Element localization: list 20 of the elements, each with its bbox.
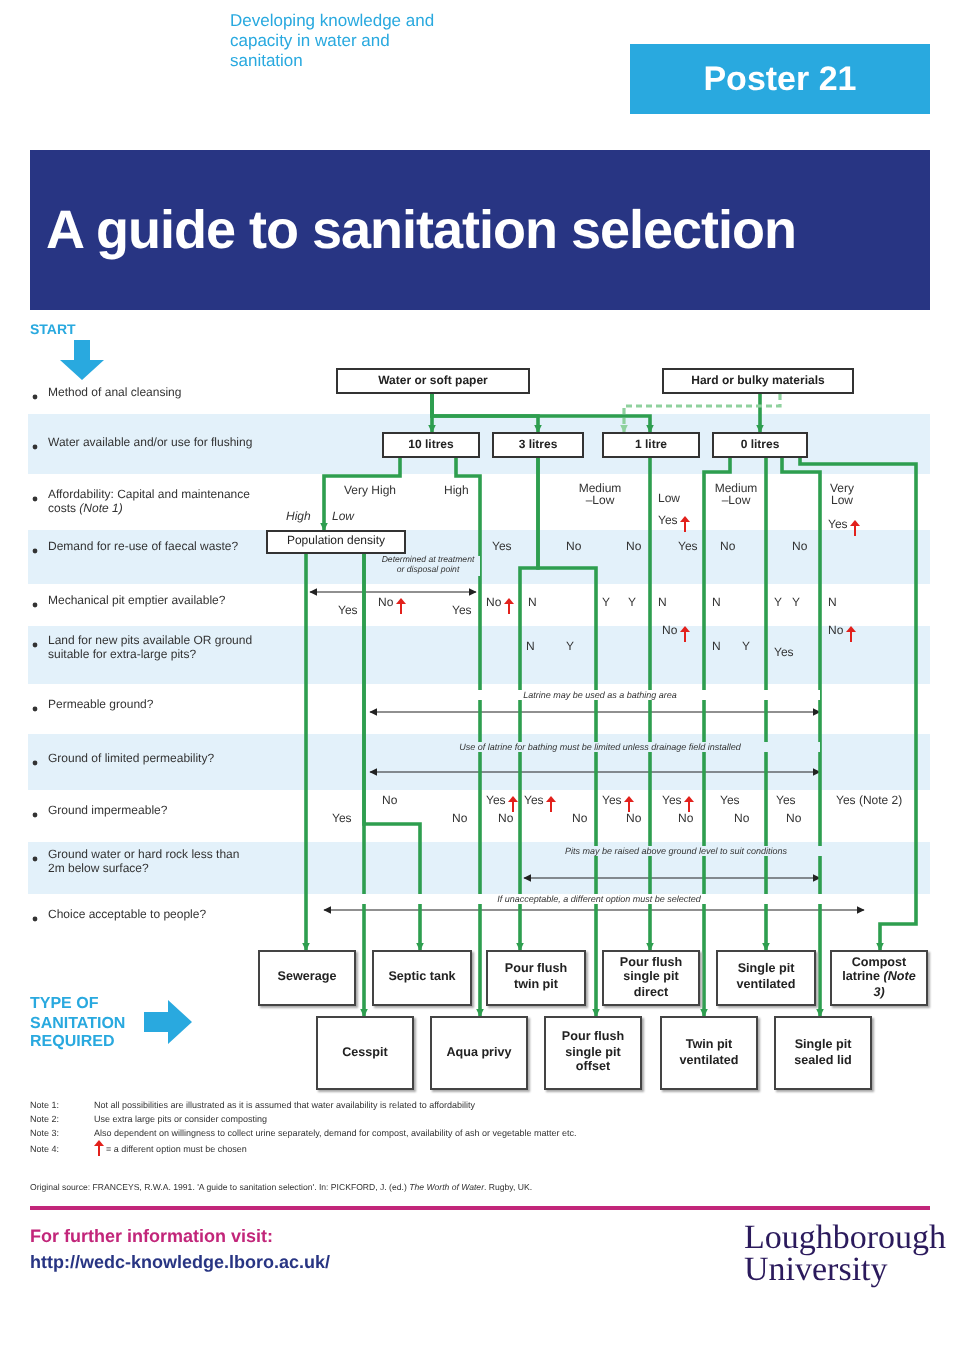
info-text: For further information visit: xyxy=(30,1226,273,1246)
flow-arrow xyxy=(430,394,654,433)
flow-arrow xyxy=(700,458,732,1017)
flow-arrow xyxy=(798,457,918,951)
url-link: http://wedc-knowledge.lboro.ac.uk/ xyxy=(30,1252,331,1272)
flow-arrow xyxy=(762,458,770,951)
poster-number-banner: Poster 21 xyxy=(630,44,930,114)
flow-arrow xyxy=(454,458,484,1017)
flow-arrow xyxy=(620,394,782,433)
flow-arrow xyxy=(362,554,424,951)
flow-arrow xyxy=(756,394,764,433)
flow-arrow xyxy=(646,458,654,951)
flow-arrow xyxy=(302,554,310,951)
university-name: Loughborough University xyxy=(744,1222,944,1287)
flow-arrow xyxy=(320,458,402,531)
tagline: Developing knowledge and capacity in water and sanitation xyxy=(230,12,437,71)
title-banner: A guide to sanitation selection xyxy=(30,150,930,310)
section-label: TYPE OF SANITATION REQUIRED xyxy=(30,994,128,1052)
flow-arrow xyxy=(536,458,600,1017)
flow-arrow xyxy=(780,458,824,1017)
